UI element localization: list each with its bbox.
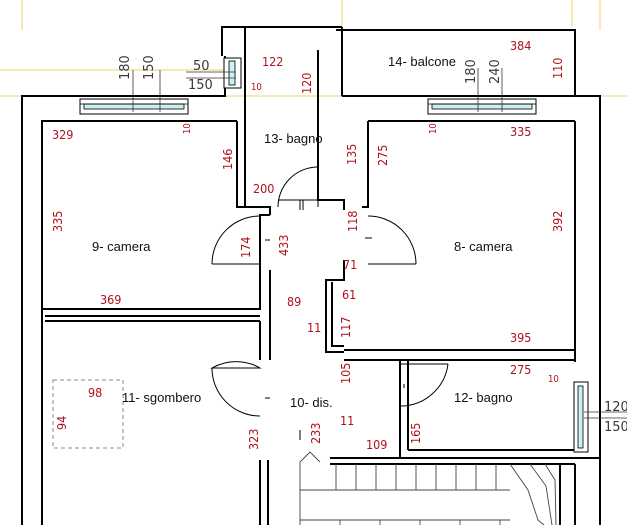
- storage-box: [52, 379, 124, 449]
- dim-200: 200: [253, 181, 274, 196]
- dim-135: 135: [344, 144, 359, 165]
- dim-335-a: 335: [510, 124, 531, 139]
- dim-89: 89: [287, 294, 301, 309]
- dim-323: 323: [246, 429, 261, 450]
- window-1-height-b: 150: [142, 55, 157, 80]
- dim-122: 122: [262, 54, 283, 69]
- walls: [21, 26, 601, 525]
- window-dimension-lines: [132, 68, 627, 419]
- window-2-width-a: 50: [193, 59, 210, 74]
- dim-233: 233: [308, 423, 323, 444]
- dim-10-b: 10: [182, 123, 193, 134]
- windows: [79, 57, 589, 453]
- dim-165: 165: [408, 423, 423, 444]
- dim-120: 120: [299, 73, 314, 94]
- dim-61: 61: [342, 287, 356, 302]
- doors: [210, 166, 449, 440]
- room-label-9: 9- camera: [92, 239, 151, 254]
- dim-10-a: 10: [251, 82, 262, 93]
- dim-117: 117: [338, 317, 353, 338]
- dim-335-b: 335: [50, 211, 65, 232]
- dim-109: 109: [366, 437, 387, 452]
- window-2-width-b: 150: [188, 78, 213, 93]
- dim-433: 433: [276, 235, 291, 256]
- dim-146: 146: [220, 149, 235, 170]
- dim-10-d: 10: [548, 374, 559, 385]
- room-labels: 8- camera 9- camera 10- dis. 11- sgomber…: [92, 54, 513, 410]
- window-4-width-a: 120: [604, 400, 627, 415]
- dim-98: 98: [88, 385, 102, 400]
- dim-94: 94: [54, 416, 69, 430]
- window-dimension-labels: 180 150 50 150 180 240 120 150: [118, 55, 627, 435]
- dim-71: 71: [343, 257, 357, 272]
- dim-395: 395: [510, 330, 531, 345]
- window-1-height-a: 180: [118, 55, 133, 80]
- dim-384: 384: [510, 38, 531, 53]
- room-label-10: 10- dis.: [290, 395, 333, 410]
- dim-329: 329: [52, 127, 73, 142]
- window-3-height-a: 180: [464, 59, 479, 84]
- room-label-11: 11- sgombero: [122, 390, 201, 405]
- dim-174: 174: [238, 237, 253, 258]
- room-label-14: 14- balcone: [388, 54, 456, 69]
- dim-275-a: 275: [375, 145, 390, 166]
- dim-369: 369: [100, 292, 121, 307]
- dim-11-a: 11: [307, 320, 321, 335]
- dim-110: 110: [550, 58, 565, 79]
- dim-392: 392: [550, 211, 565, 232]
- room-label-8: 8- camera: [454, 239, 513, 254]
- window-4-width-b: 150: [604, 420, 627, 435]
- dim-10-c: 10: [428, 123, 439, 134]
- dim-118: 118: [345, 211, 360, 232]
- dim-105: 105: [338, 363, 353, 384]
- dimension-labels: 384 110 122 120 10 329 10 10 335 146 135…: [50, 38, 565, 452]
- dim-11-b: 11: [340, 413, 354, 428]
- room-label-12: 12- bagno: [454, 390, 513, 405]
- window-3-height-b: 240: [488, 59, 503, 84]
- dim-275-b: 275: [510, 362, 531, 377]
- stairs: [299, 451, 557, 525]
- room-label-13: 13- bagno: [264, 131, 323, 146]
